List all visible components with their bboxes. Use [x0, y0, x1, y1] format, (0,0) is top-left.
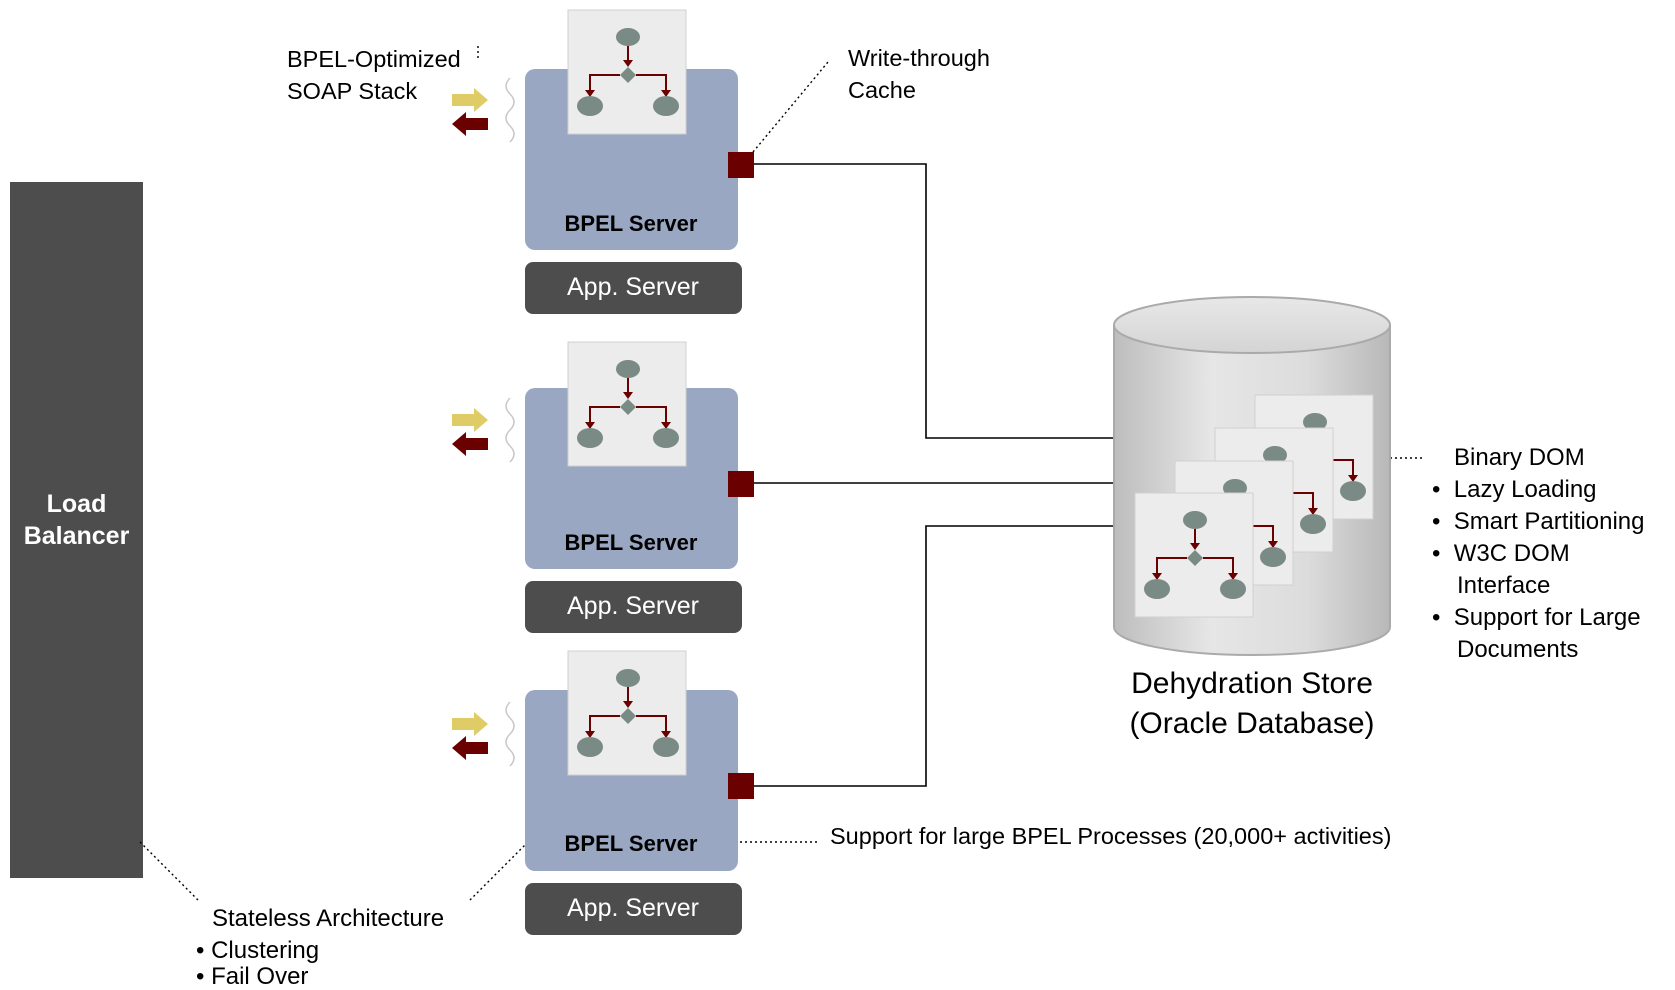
- app-server-label-1: App. Server: [566, 273, 699, 301]
- cache-line2: Cache: [848, 77, 916, 103]
- load-balancer-label-line1: Load: [46, 490, 107, 518]
- cache-square: [728, 152, 754, 178]
- stateless-title: Stateless Architecture: [212, 905, 445, 932]
- app-server-box: [525, 262, 742, 314]
- server-group-3: [451, 650, 754, 935]
- bpel-server-label-2: BPEL Server: [564, 530, 698, 555]
- soap-stack-line2: SOAP Stack: [287, 78, 418, 104]
- cache-line1: Write-through: [848, 45, 990, 71]
- stateless-item-failover: • Fail Over: [196, 963, 309, 990]
- binary-dom-item-smart: • Smart Partitioning: [1432, 508, 1645, 535]
- database-label-line1: Dehydration Store: [1131, 667, 1373, 700]
- bpel-server-label-3: BPEL Server: [564, 831, 698, 856]
- app-server-box: [525, 883, 742, 935]
- app-server-box: [525, 581, 742, 633]
- database-label-line2: (Oracle Database): [1129, 707, 1375, 740]
- cache-square: [728, 471, 754, 497]
- app-server-label-2: App. Server: [566, 592, 699, 620]
- database-label: Dehydration Store (Oracle Database): [1092, 664, 1412, 744]
- binary-dom-item-w3c-cont: Interface: [1457, 572, 1551, 599]
- load-balancer-label: Load Balancer: [10, 488, 143, 552]
- load-balancer-label-line2: Balancer: [23, 522, 130, 550]
- binary-dom-item-large: • Support for Large: [1432, 604, 1641, 631]
- cache-square: [728, 773, 754, 799]
- large-processes-annotation: Support for large BPEL Processes (20,000…: [830, 823, 1392, 849]
- stateless-item-clustering: • Clustering: [196, 937, 320, 964]
- binary-dom-item-w3c: • W3C DOM: [1432, 540, 1570, 567]
- binary-dom-item-large-cont: Documents: [1457, 636, 1579, 663]
- server-group-1: [451, 9, 754, 314]
- dehydration-store-cylinder: [1113, 296, 1391, 656]
- soap-stack-line1: BPEL-Optimized: [287, 46, 461, 72]
- binary-dom-item-lazy: • Lazy Loading: [1432, 476, 1597, 503]
- db-connection-lines: [751, 163, 1115, 787]
- soap-stack-annotation: BPEL-Optimized SOAP Stack: [287, 43, 461, 107]
- bpel-server-label-1: BPEL Server: [564, 211, 698, 236]
- binary-dom-title: Binary DOM: [1454, 444, 1585, 471]
- cache-annotation: Write-through Cache: [848, 42, 990, 106]
- load-balancer: [10, 182, 143, 878]
- server-group-2: [451, 341, 754, 633]
- app-server-label-3: App. Server: [566, 894, 699, 922]
